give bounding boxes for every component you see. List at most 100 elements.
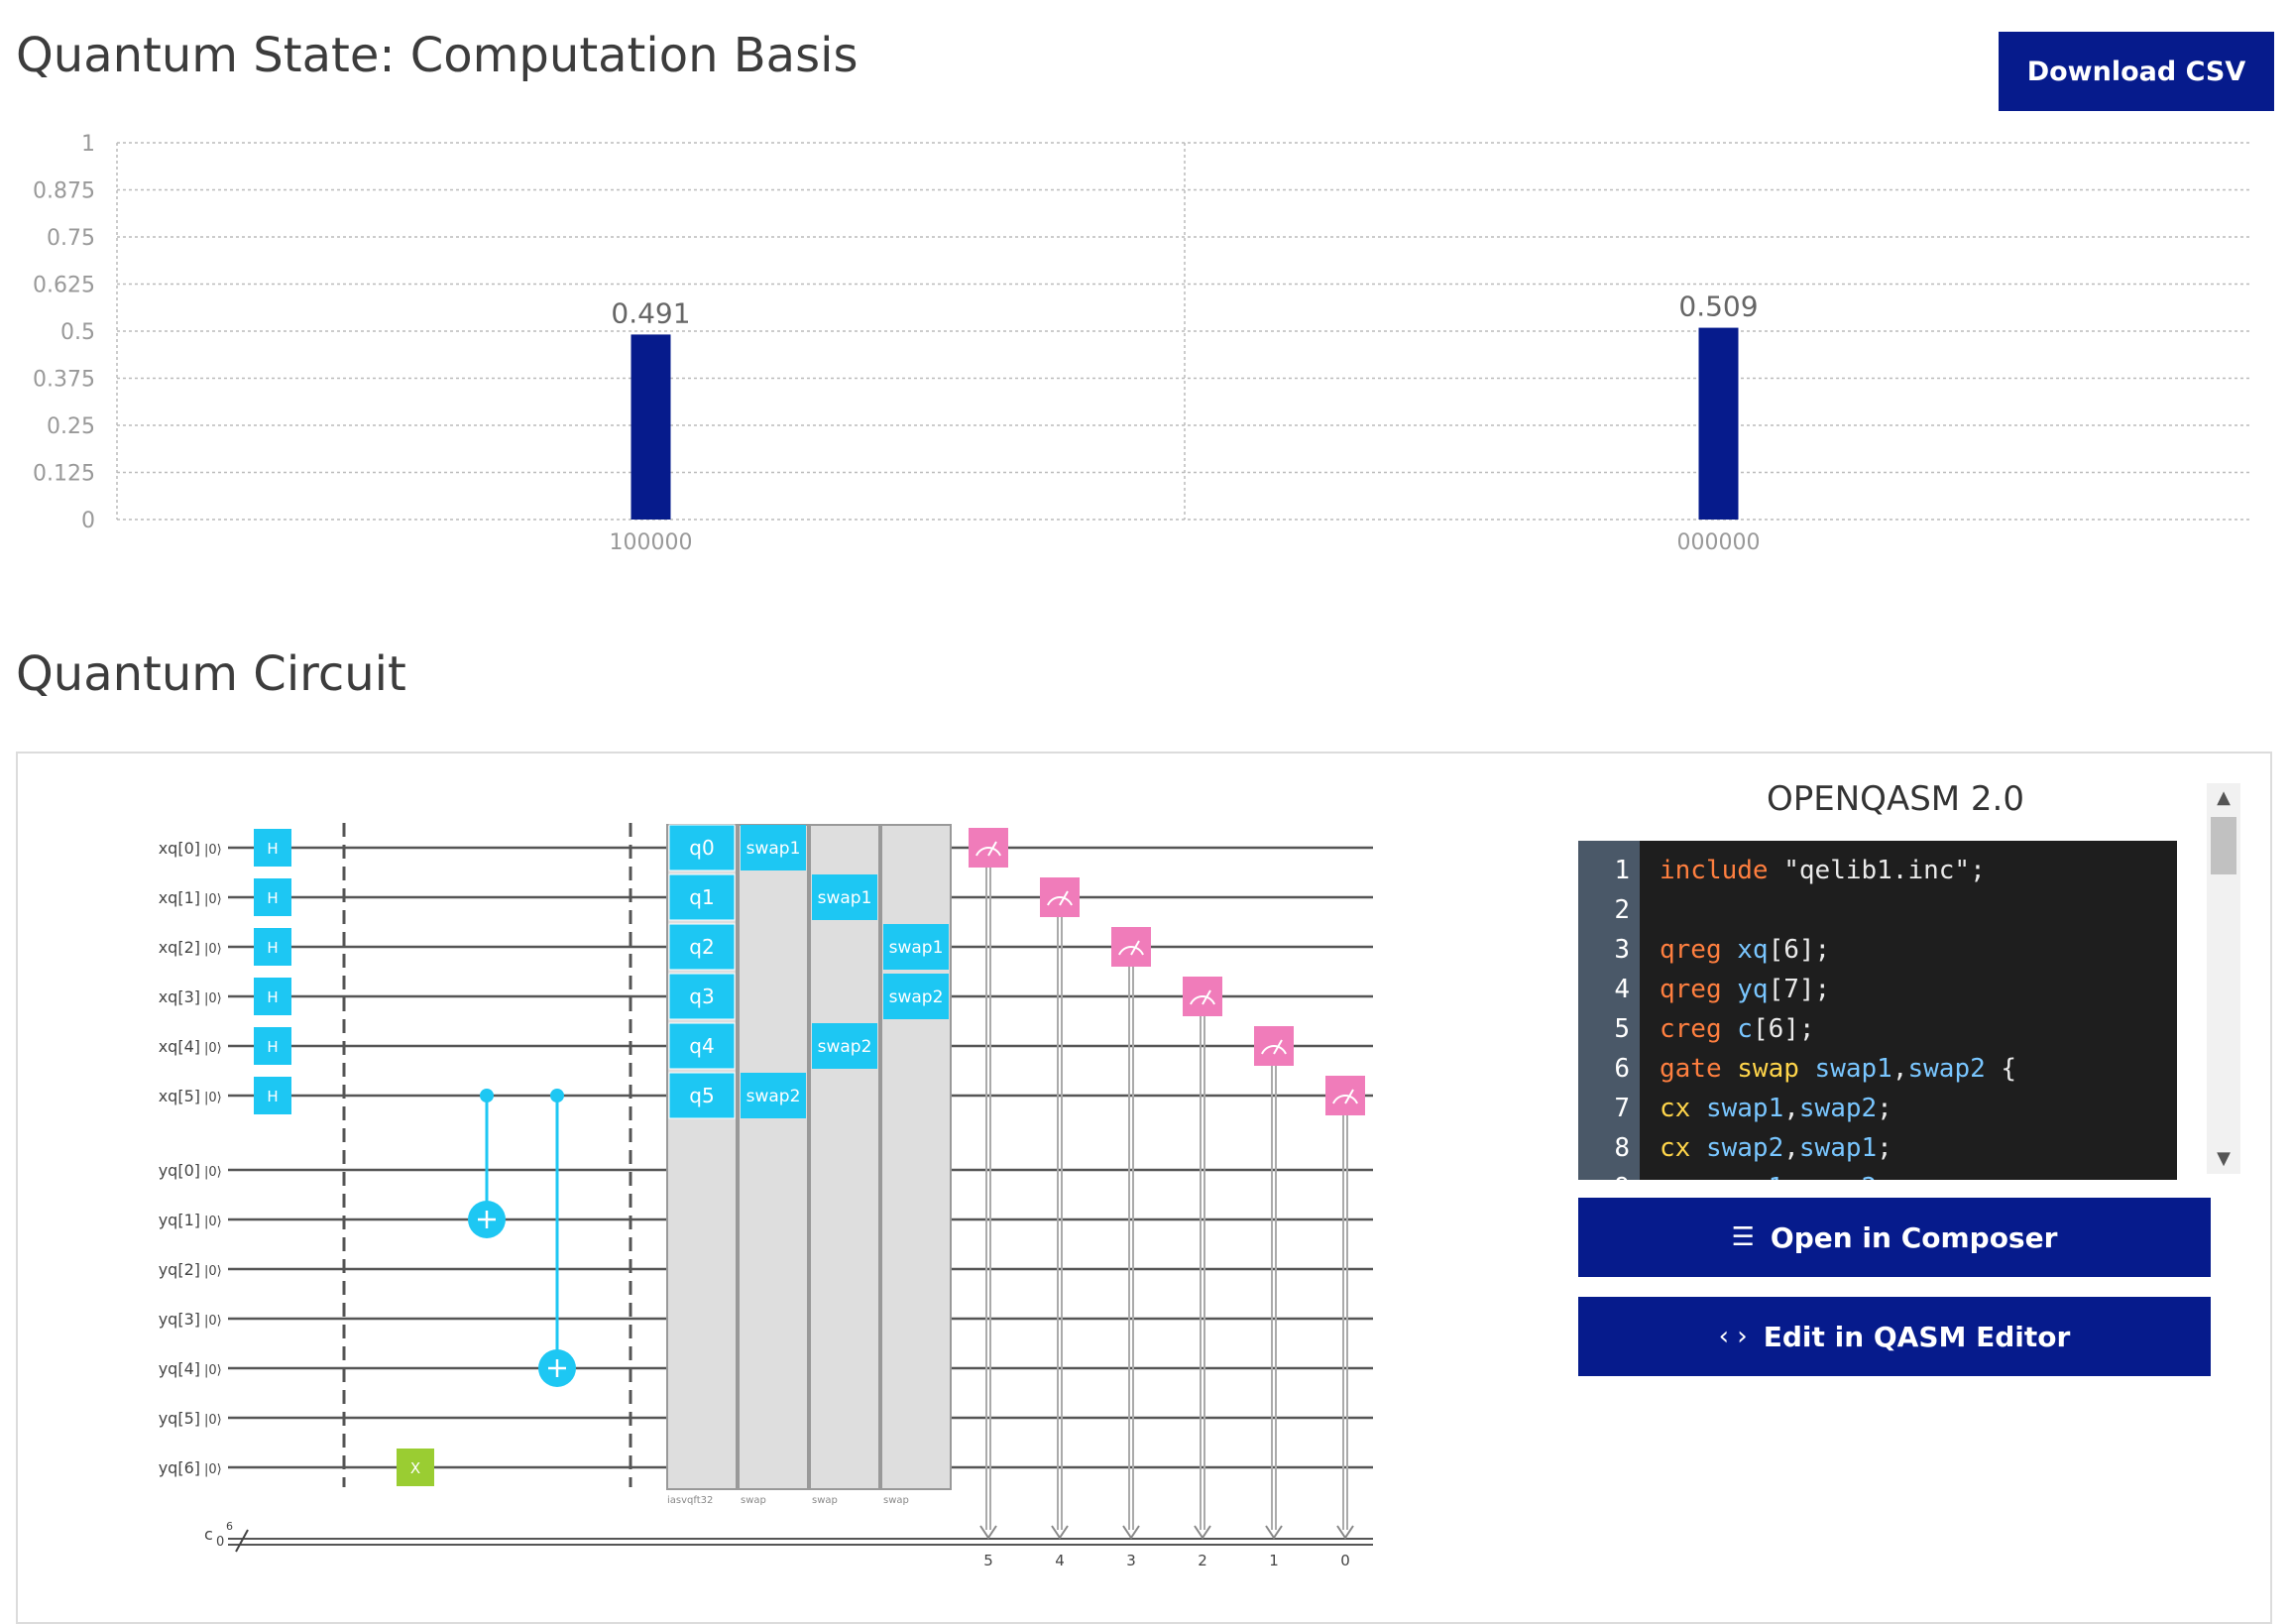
composite-gate-block [738, 824, 809, 1490]
x-tick-label: 100000 [610, 530, 693, 555]
circuit-diagram: xq[0]|0⟩xq[1]|0⟩xq[2]|0⟩xq[3]|0⟩xq[4]|0⟩… [159, 823, 1373, 1569]
creg-zero-label: 0 [216, 1535, 224, 1550]
composite-gate-name: swap [812, 1495, 838, 1506]
qubit-label: xq[3] [159, 987, 200, 1006]
probability-chart: 10.8750.750.6250.50.3750.250.12500.49110… [33, 132, 2252, 555]
edit-in-qasm-editor-button[interactable]: ‹ › Edit in QASM Editor [1578, 1297, 2211, 1376]
code-token: ; [1877, 1173, 1892, 1180]
ket-label: |0⟩ [204, 843, 222, 858]
bar [630, 334, 671, 520]
code-icon: ‹ › [1718, 1322, 1748, 1351]
qubit-label: yq[3] [159, 1310, 200, 1329]
swap-slot [883, 924, 949, 970]
bar-value-label: 0.509 [1678, 290, 1758, 323]
h-gate-label: H [267, 1088, 278, 1105]
code-line: 9cx swap1,swap2; [1578, 1168, 2177, 1180]
composite-gate-name: iasvqft32 [667, 1495, 713, 1506]
code-token: swap1 [1690, 1173, 1783, 1180]
qft-qubit-label: q1 [689, 885, 714, 909]
creg-size-label: 6 [226, 1520, 233, 1533]
download-csv-button[interactable]: Download CSV [1999, 32, 2274, 111]
y-tick-label: 0.625 [33, 274, 95, 298]
measure-bit-label: 5 [983, 1552, 993, 1569]
scroll-down-icon[interactable]: ▼ [2217, 1148, 2231, 1169]
swap-slot-label: swap1 [818, 888, 872, 908]
qft-qubit-slot [668, 1072, 736, 1119]
qubit-label: xq[1] [159, 888, 200, 907]
ket-label: |0⟩ [204, 1091, 222, 1105]
editor-scrollbar[interactable]: ▲ ▼ [2207, 783, 2240, 1174]
ket-label: |0⟩ [204, 942, 222, 957]
code-token: gate [1660, 1054, 1722, 1084]
ket-label: |0⟩ [204, 1462, 222, 1477]
meter-needle [1202, 989, 1211, 1005]
cnot-control [550, 1089, 564, 1102]
code-token: yq [1721, 975, 1769, 1004]
swap-slot-label: swap2 [746, 1087, 801, 1106]
code-token: swap1 [1798, 1054, 1892, 1084]
y-tick-label: 0.5 [60, 320, 95, 345]
line-number: 4 [1614, 975, 1630, 1004]
h-gate-label: H [267, 939, 278, 957]
code-text: qreg xq[6]; [1660, 930, 1830, 970]
meter-needle [1059, 890, 1069, 906]
measure-bit-label: 1 [1269, 1552, 1279, 1569]
code-token: , [1891, 1054, 1908, 1084]
measure-arrow [1336, 1525, 1354, 1540]
y-tick-label: 0.375 [33, 368, 95, 393]
scroll-up-icon[interactable]: ▲ [2217, 787, 2231, 808]
swap-slot [812, 1023, 877, 1069]
qubit-label: xq[2] [159, 938, 200, 957]
qubit-label: yq[5] [159, 1409, 200, 1428]
line-number: 7 [1614, 1094, 1630, 1123]
code-token: swap1 [1798, 1133, 1878, 1163]
y-tick-label: 0.875 [33, 179, 95, 204]
ket-label: |0⟩ [204, 1165, 222, 1180]
x-gate [397, 1449, 434, 1486]
code-token: ; [1877, 1133, 1892, 1163]
bar-value-label: 0.491 [611, 296, 690, 329]
ket-label: |0⟩ [204, 1041, 222, 1056]
qubit-label: xq[0] [159, 839, 200, 858]
code-token: { [1985, 1054, 2017, 1084]
code-token: ; [1877, 1094, 1892, 1123]
h-gate-label: H [267, 889, 278, 907]
x-gate-label: X [410, 1459, 420, 1477]
h-gate [254, 829, 291, 867]
qubit-label: yq[2] [159, 1260, 200, 1279]
qft-qubit-label: q4 [689, 1034, 714, 1058]
qasm-title: OPENQASM 2.0 [1767, 779, 2024, 819]
h-gate [254, 978, 291, 1015]
meter-needle [1273, 1039, 1283, 1055]
swap-slot-label: swap1 [746, 839, 801, 859]
scrollbar-thumb[interactable] [2211, 817, 2236, 874]
qft-qubit-label: q3 [689, 985, 714, 1008]
code-token: qreg [1660, 975, 1722, 1004]
code-token: swap2 [1907, 1054, 1986, 1084]
h-gate [254, 1027, 291, 1065]
qft-qubit-label: q5 [689, 1084, 714, 1107]
line-number-gutter [1578, 841, 1640, 1180]
qubit-label: yq[0] [159, 1161, 200, 1180]
code-text: creg c[6]; [1660, 1009, 1815, 1049]
open-in-composer-button[interactable]: ☰ Open in Composer [1578, 1198, 2211, 1277]
swap-slot-label: swap2 [889, 987, 944, 1007]
code-token: swap2 [1690, 1133, 1784, 1163]
meter-icon [1261, 1045, 1287, 1055]
code-token: cx [1660, 1094, 1691, 1123]
ket-label: |0⟩ [204, 991, 222, 1006]
swap-slot [741, 825, 806, 870]
qft-qubit-slot [668, 824, 736, 871]
code-token: c [1721, 1014, 1753, 1044]
h-gate [254, 928, 291, 966]
code-text: cx swap1,swap2; [1660, 1089, 1892, 1128]
ket-label: |0⟩ [204, 1264, 222, 1279]
h-gate [254, 1077, 291, 1114]
measure-bit-label: 4 [1055, 1552, 1065, 1569]
meter-icon [975, 847, 1001, 857]
swap-slot [741, 1073, 806, 1118]
creg-label: c [204, 1525, 213, 1544]
code-token: , [1783, 1094, 1799, 1123]
